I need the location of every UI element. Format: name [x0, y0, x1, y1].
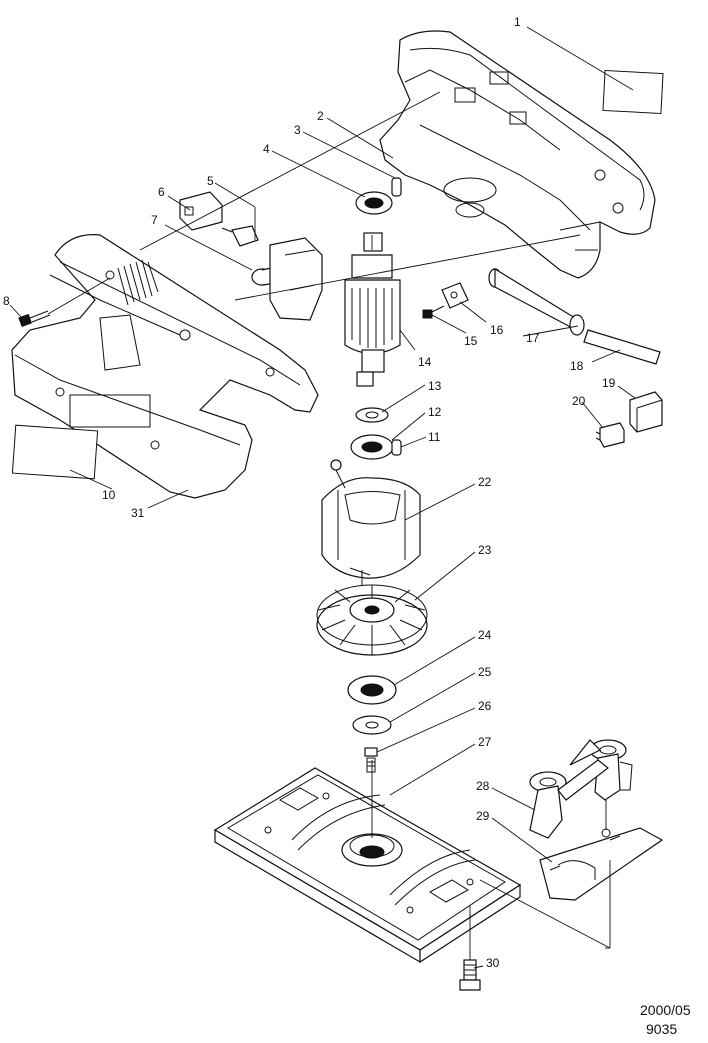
callout-1: 1 — [514, 15, 521, 29]
callout-20: 20 — [572, 394, 586, 408]
screw-15 — [422, 305, 445, 319]
pin-11 — [391, 439, 402, 456]
callout-16: 16 — [490, 323, 504, 337]
callout-28: 28 — [476, 779, 490, 793]
callout-27: 27 — [478, 735, 492, 749]
base-pad — [213, 767, 522, 964]
label-sticker-upper — [602, 69, 664, 115]
callout-12: 12 — [428, 405, 442, 419]
field-stator — [321, 459, 421, 585]
callout-24: 24 — [478, 628, 492, 642]
callout-numbers: 1 2 3 4 5 6 7 8 10 31 14 13 12 11 15 16 … — [3, 15, 616, 970]
rod-18 — [583, 329, 661, 365]
model-number: 9035 — [646, 1021, 677, 1037]
bearing-12 — [350, 434, 394, 460]
callout-6: 6 — [158, 185, 165, 199]
diagram-date: 2000/05 — [640, 1002, 691, 1018]
callout-10: 10 — [102, 488, 116, 502]
callout-4: 4 — [263, 142, 270, 156]
armature — [344, 232, 401, 387]
leader-lines — [9, 26, 636, 969]
switch-block — [179, 191, 223, 231]
screw-8 — [18, 310, 51, 328]
callout-11: 11 — [428, 430, 441, 444]
cooling-fan — [316, 584, 428, 656]
callout-30: 30 — [486, 956, 500, 970]
screw-30 — [459, 959, 481, 991]
callout-29: 29 — [476, 809, 490, 823]
washer-13 — [355, 407, 389, 423]
callout-14: 14 — [418, 355, 432, 369]
shaft-17 — [488, 267, 585, 336]
callout-3: 3 — [294, 123, 301, 137]
callout-17: 17 — [526, 331, 540, 345]
block-19 — [629, 391, 663, 433]
callout-18: 18 — [570, 359, 584, 373]
callout-13: 13 — [428, 379, 442, 393]
callout-26: 26 — [478, 699, 492, 713]
callout-15: 15 — [464, 334, 478, 348]
label-sticker-front — [11, 424, 99, 480]
capacitor — [251, 237, 323, 321]
callout-8: 8 — [3, 294, 10, 308]
callout-22: 22 — [478, 475, 492, 489]
callout-2: 2 — [317, 109, 324, 123]
pin-3 — [391, 177, 402, 197]
screw-26 — [364, 747, 378, 773]
callout-23: 23 — [478, 543, 492, 557]
carbon-brush — [221, 225, 259, 247]
upper-housing — [379, 30, 656, 279]
callout-19: 19 — [602, 376, 616, 390]
washer-25 — [352, 715, 392, 735]
callout-25: 25 — [478, 665, 492, 679]
clamp-plate — [539, 827, 664, 901]
plate-16 — [441, 282, 469, 309]
callout-7: 7 — [151, 213, 158, 227]
clamp-assembly — [529, 739, 633, 839]
callout-31: 31 — [131, 506, 145, 520]
bearing-4 — [355, 191, 393, 215]
bearing-24 — [347, 675, 397, 705]
block-20 — [595, 422, 625, 448]
callout-5: 5 — [207, 174, 214, 188]
